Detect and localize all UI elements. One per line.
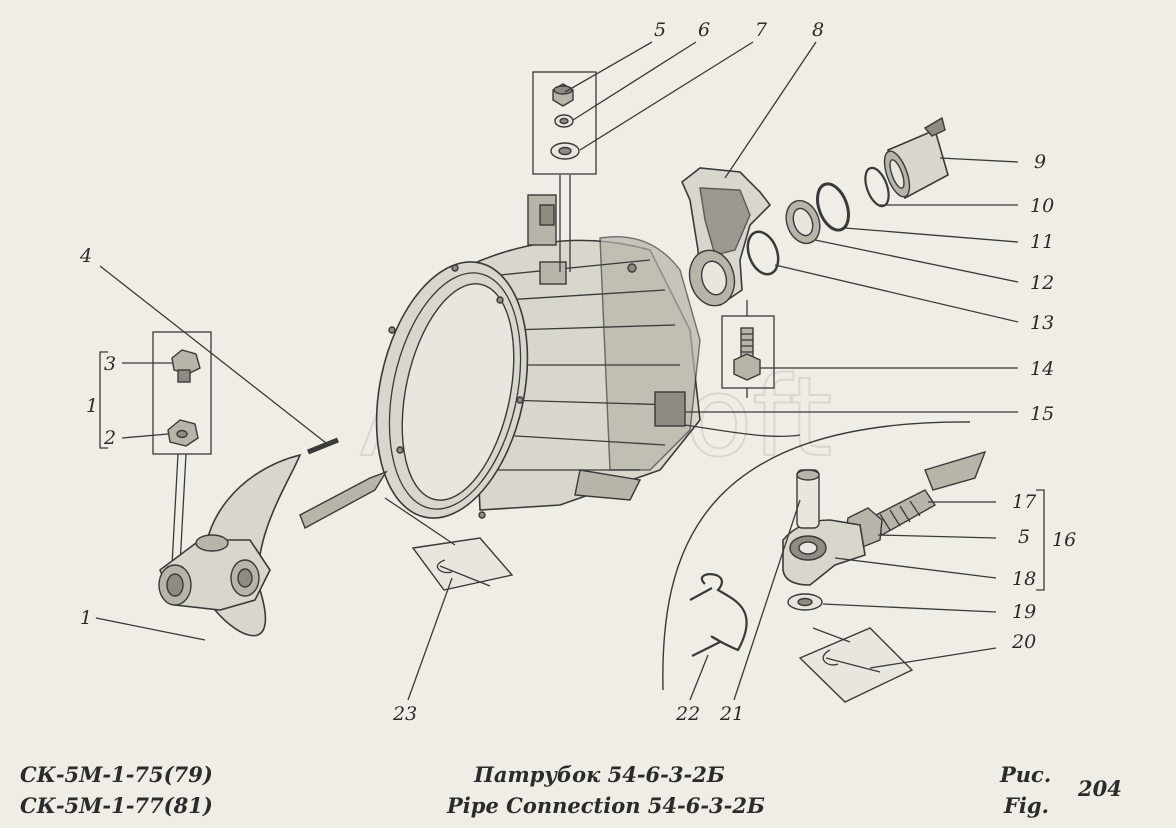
fig-label-english: Fig. (1004, 793, 1049, 818)
callout-17: 17 (1012, 491, 1037, 513)
callout-20: 20 (1011, 631, 1036, 653)
right-parts-group (662, 421, 987, 691)
callout-11: 11 (1030, 231, 1054, 253)
callout-10: 10 (1030, 195, 1054, 217)
callout-7: 7 (755, 19, 768, 41)
callout-15: 15 (1030, 403, 1054, 425)
callout-23: 23 (392, 703, 417, 725)
bracket-assembly (681, 116, 949, 307)
callout-12: 12 (1030, 272, 1054, 294)
callout-14: 14 (1030, 358, 1054, 380)
callout-1a: 1 (86, 395, 98, 417)
pipe-housing (375, 194, 701, 519)
left-parts-group (152, 331, 388, 637)
callout-18: 18 (1012, 568, 1036, 590)
fig-number: 204 (1078, 776, 1122, 801)
cotter-packets (411, 537, 914, 703)
callout-labels: 5 6 7 8 9 10 11 12 13 14 15 4 3 1 2 1 23… (79, 19, 1076, 725)
callout-3: 3 (104, 353, 116, 375)
callout-8: 8 (812, 19, 824, 41)
callout-13: 13 (1030, 312, 1054, 334)
callout-2: 2 (103, 427, 116, 449)
fig-label-russian: Рис. (1000, 762, 1052, 787)
parts-5-6-7-group (532, 71, 597, 272)
callout-21: 21 (719, 703, 744, 725)
callout-4: 4 (79, 245, 92, 267)
callout-9: 9 (1034, 151, 1046, 173)
callout-5a: 5 (654, 19, 666, 41)
bolt-14-group (721, 300, 775, 398)
model-line-2: СК-5М-1-77(81) (20, 793, 213, 818)
callout-1b: 1 (80, 607, 92, 629)
title-russian: Патрубок 54-6-3-2Б (474, 762, 725, 787)
title-english: Pipe Connection 54-6-3-2Б (447, 793, 765, 818)
callout-5b: 5 (1018, 526, 1030, 548)
callout-6: 6 (698, 19, 710, 41)
model-line-1: СК-5М-1-75(79) (20, 762, 213, 787)
callout-19: 19 (1012, 601, 1036, 623)
leader-lines (95, 41, 1045, 701)
callout-16: 16 (1052, 529, 1076, 551)
callout-22: 22 (675, 703, 700, 725)
